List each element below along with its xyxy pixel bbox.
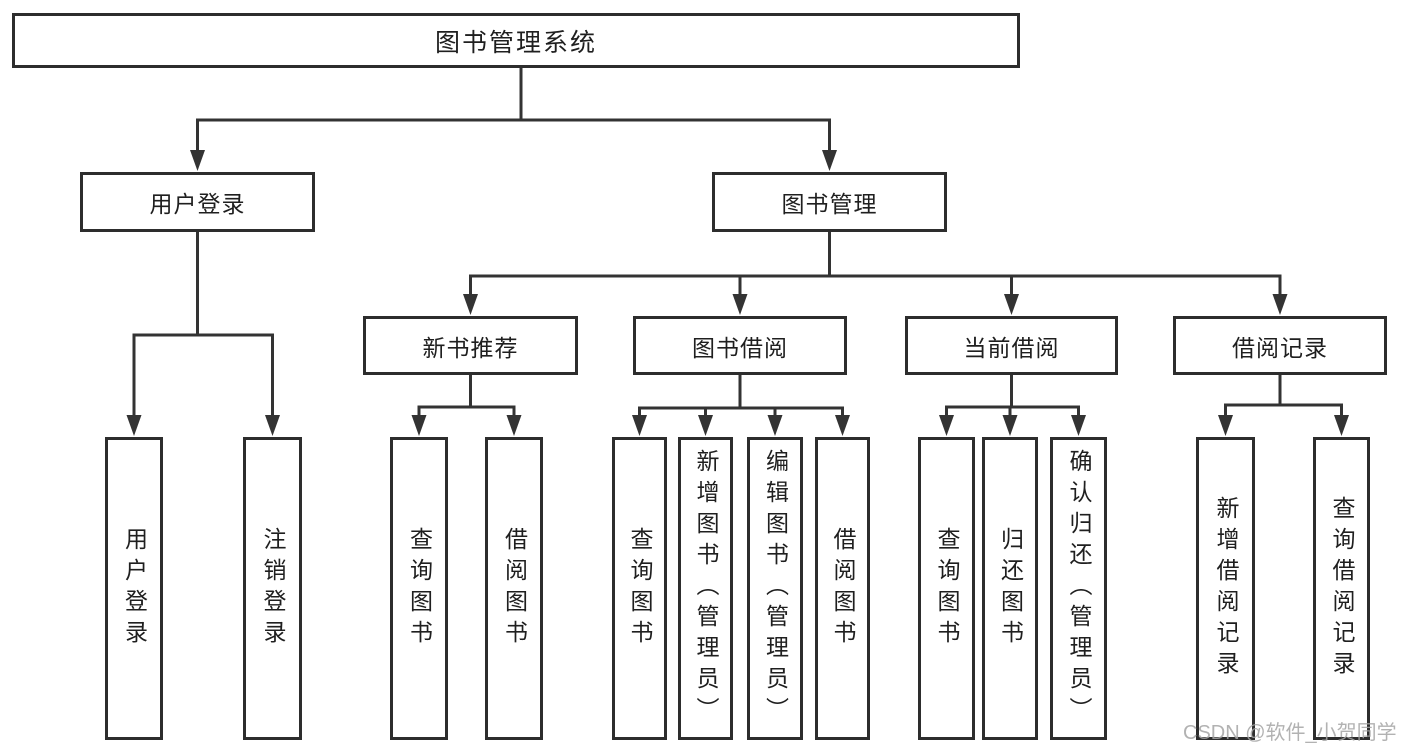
arrow-down-icon: [265, 415, 280, 436]
node-borrow-records: 借阅记录: [1173, 316, 1387, 375]
leaf-borrow-query-books: 查询图书: [612, 437, 667, 740]
arrow-down-icon: [1004, 294, 1019, 315]
arrow-down-icon: [1218, 415, 1233, 436]
arrow-down-icon: [939, 415, 954, 436]
leaf-current-return-books: 归还图书: [982, 437, 1038, 740]
arrow-down-icon: [506, 415, 522, 436]
node-user-login: 用户登录: [80, 172, 315, 232]
arrow-down-icon: [632, 415, 647, 436]
leaf-records-add-record: 新增借阅记录: [1196, 437, 1255, 740]
watermark: CSDN @软件_小贺同学: [1183, 722, 1397, 744]
arrow-down-icon: [190, 150, 205, 171]
node-book-management: 图书管理: [712, 172, 947, 232]
leaf-borrow-borrow-books: 借阅图书: [815, 437, 870, 740]
arrow-down-icon: [732, 294, 748, 315]
arrow-down-icon: [822, 150, 837, 171]
node-root: 图书管理系统: [12, 13, 1020, 68]
leaf-current-query-books: 查询图书: [918, 437, 975, 740]
arrow-down-icon: [463, 294, 478, 315]
arrow-down-icon: [698, 415, 713, 436]
leaf-newbook-borrow-books: 借阅图书: [485, 437, 543, 740]
node-current-borrow: 当前借阅: [905, 316, 1118, 375]
leaf-borrow-add-books-admin: 新增图书（管理员）: [678, 437, 733, 740]
leaf-records-query-record: 查询借阅记录: [1313, 437, 1370, 740]
arrow-down-icon: [411, 415, 427, 436]
arrow-down-icon: [1272, 294, 1288, 315]
leaf-borrow-edit-books-admin: 编辑图书（管理员）: [747, 437, 803, 740]
arrow-down-icon: [1002, 415, 1018, 436]
arrow-down-icon: [1071, 415, 1086, 436]
leaf-logout: 注销登录: [243, 437, 302, 740]
node-book-borrow: 图书借阅: [633, 316, 847, 375]
leaf-user-login: 用户登录: [105, 437, 163, 740]
arrowheads-group: [126, 150, 1349, 436]
connector-lines: [132, 68, 1343, 417]
arrow-down-icon: [767, 415, 783, 436]
node-new-book-recommend: 新书推荐: [363, 316, 578, 375]
arrow-down-icon: [126, 415, 142, 436]
leaf-newbook-query-books: 查询图书: [390, 437, 448, 740]
arrow-down-icon: [1334, 415, 1349, 436]
leaf-current-confirm-return-admin: 确认归还（管理员）: [1050, 437, 1107, 740]
arrow-down-icon: [835, 415, 850, 436]
